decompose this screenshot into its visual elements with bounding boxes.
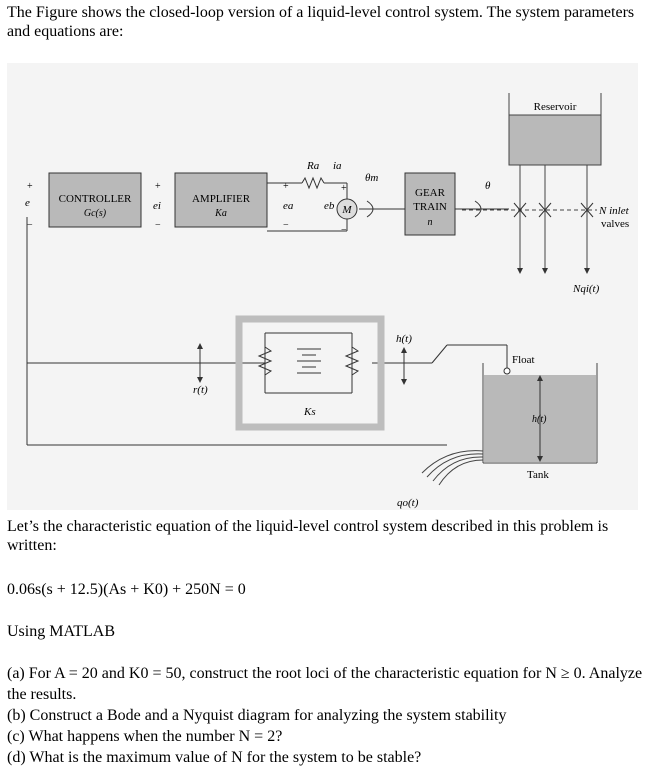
part-a: (a) For A = 20 and K0 = 50, construct th… — [7, 665, 643, 703]
gear-train-block — [404, 172, 456, 236]
part-d: (d) What is the maximum value of N for t… — [7, 749, 422, 766]
motor-label: M — [341, 204, 352, 216]
question-intro: Let’s the characteristic equation of the… — [7, 518, 609, 554]
inlet-valves — [513, 202, 594, 218]
amplifier-label: AMPLIFIER — [192, 193, 251, 205]
plus-sign-1: + — [27, 181, 33, 192]
outflow-stream — [421, 450, 484, 486]
liquid-level-control-figure: Reservoir N inlet valves Nqi(t) CONTROLL… — [7, 63, 638, 510]
part-c: (c) What happens when the number N = 2? — [7, 728, 283, 745]
potentiometer-frame — [235, 315, 385, 431]
intro-paragraph: The Figure shows the closed-loop version… — [7, 4, 635, 40]
reservoir-box — [508, 114, 602, 166]
e-label: e — [25, 197, 30, 209]
using-matlab-label: Using MATLAB — [7, 623, 116, 640]
gear-label-1: GEAR — [415, 187, 446, 199]
question-parts: (a) For A = 20 and K0 = 50, construct th… — [7, 663, 646, 768]
minus-sign-2: − — [155, 220, 161, 231]
ei-label: ei — [153, 200, 161, 212]
tank-label: Tank — [527, 469, 549, 481]
inlet-label-1: N inlet — [598, 205, 630, 217]
theta-label: θ — [485, 180, 491, 192]
level-label-tank: h(t) — [532, 414, 547, 425]
part-b: (b) Construct a Bode and a Nyquist diagr… — [7, 707, 507, 724]
minus-sign-3: − — [283, 220, 289, 231]
characteristic-equation: 0.06s(s + 12.5)(As + K0) + 250N = 0 — [7, 581, 246, 598]
motor-symbol — [336, 198, 358, 220]
plus-sign-3: + — [283, 181, 289, 192]
inlet-label-2: valves — [601, 218, 629, 230]
amplifier-sub: Ka — [214, 208, 227, 219]
plus-sign-2: + — [155, 181, 161, 192]
eb-label: eb — [324, 200, 335, 212]
controller-block — [48, 172, 142, 228]
level-label: h(t) — [396, 333, 412, 345]
ea-label: ea — [283, 200, 294, 212]
ia-label: ia — [333, 160, 342, 172]
ref-label: r(t) — [193, 384, 208, 396]
ks-label: Ks — [303, 406, 316, 418]
controller-sub: Gc(s) — [84, 208, 107, 219]
flow-in-label: Nqi(t) — [572, 283, 600, 295]
minus-sign-1: − — [27, 220, 33, 231]
theta-m-label: θm — [365, 172, 378, 184]
amplifier-block — [174, 172, 268, 228]
out-flow-label: qo(t) — [397, 497, 419, 509]
plus-sign-4: + — [341, 183, 347, 194]
minus-sign-4: − — [341, 225, 347, 236]
float-label: Float — [512, 354, 535, 366]
gear-sub: n — [428, 217, 433, 228]
controller-label: CONTROLLER — [59, 193, 132, 205]
gear-label-2: TRAIN — [413, 201, 447, 213]
ra-label: Ra — [306, 160, 320, 172]
reservoir-label: Reservoir — [534, 101, 577, 113]
